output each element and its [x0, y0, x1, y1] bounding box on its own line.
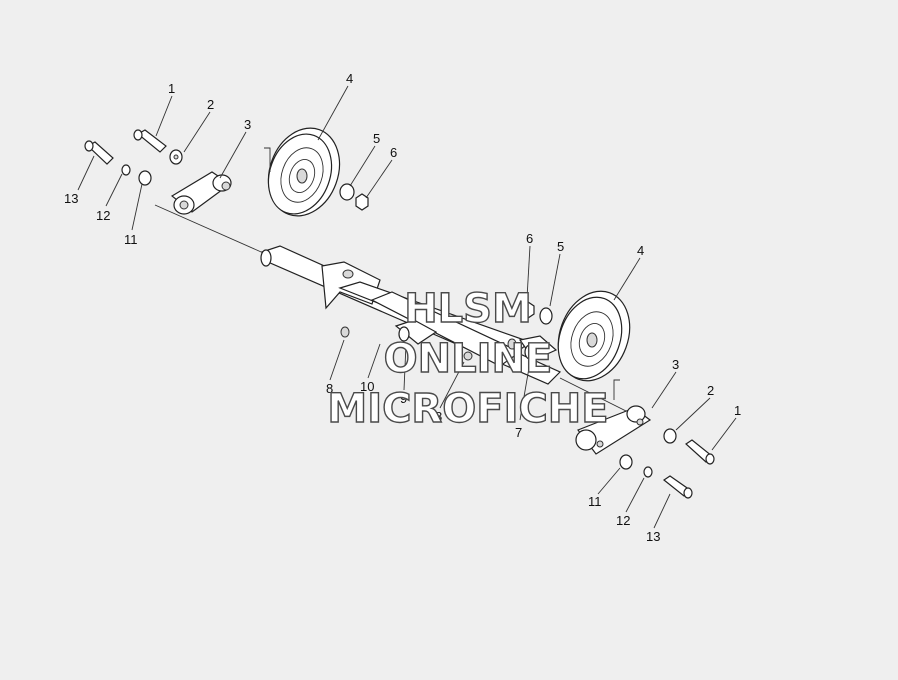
watermark: HLSM ONLINE MICROFICHE	[327, 285, 610, 432]
idler-arm-left	[170, 171, 232, 215]
callout-1-upper: 1	[168, 81, 175, 96]
callout-8-right: 8	[435, 409, 442, 424]
callout-5-lower: 5	[557, 239, 564, 254]
spacer-right	[518, 335, 558, 361]
callout-3-upper: 3	[244, 117, 251, 132]
washer-hole	[173, 154, 179, 160]
callout-2-upper: 2	[207, 97, 214, 112]
callout-4-lower: 4	[637, 243, 644, 258]
callout-12-upper: 12	[96, 208, 110, 223]
callout-9: 9	[400, 391, 407, 406]
callout-11-upper: 11	[124, 232, 138, 247]
callout-7: 7	[515, 425, 522, 440]
bolt-upper-13	[84, 140, 114, 165]
callout-13-upper: 13	[64, 191, 78, 206]
idler-wheel-left	[267, 127, 341, 217]
sleeve	[394, 319, 438, 345]
callout-3-lower: 3	[672, 357, 679, 372]
washer-11-upper	[138, 170, 152, 186]
callout-12-lower: 12	[616, 513, 630, 528]
set-screw-left	[340, 326, 350, 338]
washer-2-lower	[663, 428, 677, 444]
callout-6-lower: 6	[526, 231, 533, 246]
bolt-lower-1	[685, 439, 715, 465]
watermark-line-1: HLSM	[404, 286, 532, 332]
callout-4-upper: 4	[346, 71, 353, 86]
callout-10: 10	[360, 379, 374, 394]
callout-5-upper: 5	[373, 131, 380, 146]
washer-5-upper	[339, 183, 355, 201]
washer-5-lower	[539, 307, 553, 325]
callout-2-lower: 2	[707, 383, 714, 398]
nut-6-upper	[355, 193, 369, 211]
nut-6-lower	[521, 301, 535, 319]
idler-wheel-right	[557, 290, 631, 382]
callout-13-lower: 13	[646, 529, 660, 544]
leader-lines	[77, 85, 737, 529]
washer-11-lower	[619, 454, 633, 470]
bolt-lower-13	[662, 475, 693, 499]
set-screw-right	[463, 351, 473, 361]
callout-labels: 1 2 3 4 5 6 13 12 11 6 5 4 3 2 1 8 10 9 …	[64, 71, 741, 544]
callout-1-lower: 1	[734, 403, 741, 418]
callout-6-upper: 6	[390, 145, 397, 160]
callout-8-left: 8	[326, 381, 333, 396]
callout-11-lower: 11	[588, 494, 602, 509]
idler-arm-right	[575, 405, 652, 455]
lockwasher-12-lower	[643, 466, 653, 478]
watermark-line-2: ONLINE	[384, 336, 553, 382]
bolt-upper-1	[133, 129, 167, 153]
lockwasher-12-upper	[121, 164, 131, 176]
center-bracket	[321, 261, 532, 367]
watermark-line-3: MICROFICHE	[327, 386, 608, 432]
